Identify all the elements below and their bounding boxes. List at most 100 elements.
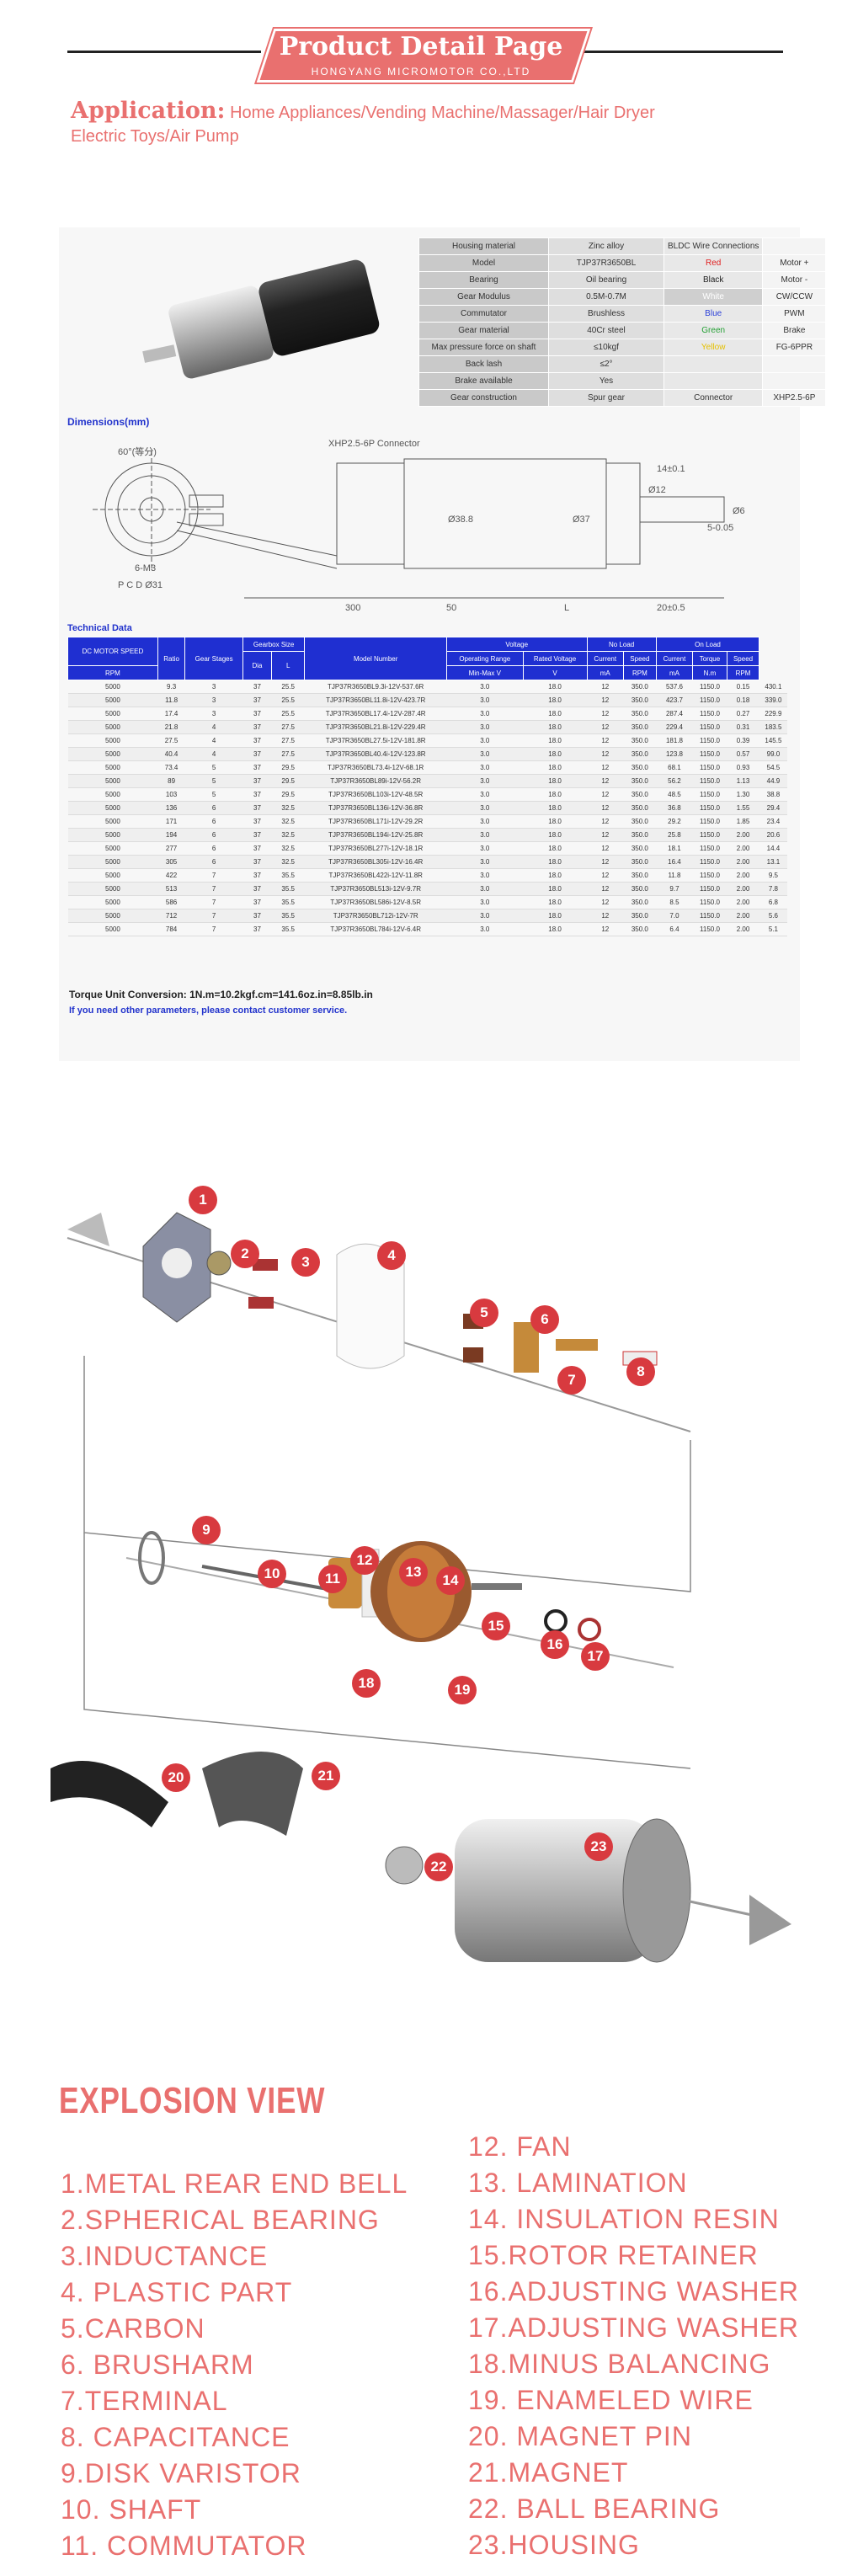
table-cell: 5000 [67,747,158,761]
table-cell: 2.00 [727,855,759,869]
table-cell: 3.0 [446,868,524,883]
spec-cell-v: ≤10kgf [548,339,664,356]
table-cell: 784 [157,922,185,936]
table-cell: 6 [184,814,243,829]
table-cell: 12 [587,760,624,775]
table-cell: 37 [242,801,272,815]
table-cell: 181.8 [656,733,693,748]
table-cell: 37 [242,814,272,829]
part-item: 17.ADJUSTING WASHER [468,2312,799,2343]
callout-5: 5 [470,1299,498,1327]
th-rpm: RPM [67,665,158,680]
th-ol-torque: Torque [692,651,727,666]
callout-8: 8 [626,1357,655,1386]
table-cell: 35.5 [271,922,305,936]
spec-row: Back lash≤2° [418,355,827,373]
th-model-number: Model Number [304,637,447,680]
table-cell: 4 [184,747,243,761]
spec-cell-k: Housing material [418,237,549,255]
spec-cell-k: Bearing [418,271,549,289]
table-cell: 56.2 [656,774,693,788]
table-cell: 350.0 [623,814,657,829]
table-cell: 123.8 [656,747,693,761]
part-item: 15.ROTOR RETAINER [468,2240,759,2270]
th-unit-ma: mA [586,665,625,680]
table-cell: 1150.0 [692,680,727,694]
table-cell: 18.0 [523,895,587,909]
table-cell: 18.0 [523,760,587,775]
table-cell: 7 [184,895,243,909]
table-cell: 18.0 [523,909,587,923]
th-nl-speed: Speed [623,651,657,666]
table-cell: TJP37R3650BL21.8i-12V-229.4R [304,720,447,734]
table-cell: 712 [157,909,185,923]
table-cell: 37 [242,707,272,721]
table-cell: 18.0 [523,922,587,936]
table-cell: 1150.0 [692,855,727,869]
table-cell: 18.0 [523,868,587,883]
table-cell: 40.4 [157,747,185,761]
table-cell: 3.0 [446,747,524,761]
table-cell: 6 [184,801,243,815]
dim-20: 20±0.5 [657,603,685,613]
th-unit-v-range: Min-Max V [446,665,524,680]
table-cell: 7 [184,909,243,923]
table-cell: 2.00 [727,895,759,909]
table-cell: 37 [242,787,272,802]
part-item: 3.INDUCTANCE [61,2241,269,2271]
callout-16: 16 [541,1630,569,1659]
part-item: 13. LAMINATION [468,2168,688,2198]
table-cell: 23.4 [759,814,787,829]
part-item: 2.SPHERICAL BEARING [61,2205,380,2235]
table-cell: 2.00 [727,841,759,856]
table-cell: 0.27 [727,707,759,721]
callout-10: 10 [258,1560,286,1588]
table-cell: 6 [184,828,243,842]
callout-6: 6 [530,1305,559,1334]
part-item: 5.CARBON [61,2313,205,2344]
dim-L: L [564,603,569,613]
part-item: 12. FAN [468,2131,572,2162]
table-cell: 5000 [67,922,158,936]
table-cell: 171 [157,814,185,829]
callout-7: 7 [557,1366,586,1395]
table-cell: 1150.0 [692,882,727,896]
table-cell: 350.0 [623,693,657,707]
table-cell: 513 [157,882,185,896]
table-cell: 18.0 [523,720,587,734]
th-on-load: On Load [655,637,760,652]
table-cell: 5000 [67,680,158,694]
table-cell: 1150.0 [692,895,727,909]
table-cell: 13.1 [759,855,787,869]
table-cell: 5000 [67,787,158,802]
callout-2: 2 [231,1240,259,1268]
table-cell: 3.0 [446,680,524,694]
th-operating-range: Operating Range [446,651,524,666]
table-cell: 350.0 [623,733,657,748]
table-cell: 350.0 [623,895,657,909]
table-cell: 12 [587,895,624,909]
dim-connector: XHP2.5-6P Connector [328,439,420,449]
table-cell: 5000 [67,841,158,856]
tech-title: Technical Data [67,623,132,633]
application-label: Application: [71,98,226,124]
spec-cell-x [762,237,827,255]
table-cell: 27.5 [157,733,185,748]
table-cell: 103 [157,787,185,802]
th-rated-voltage: Rated Voltage [522,651,588,666]
table-cell: 3.0 [446,693,524,707]
table-cell: 5 [184,787,243,802]
spec-cell-x [762,372,827,390]
part-item: 6. BRUSHARM [61,2349,254,2380]
table-cell: 287.4 [656,707,693,721]
table-cell: 12 [587,747,624,761]
